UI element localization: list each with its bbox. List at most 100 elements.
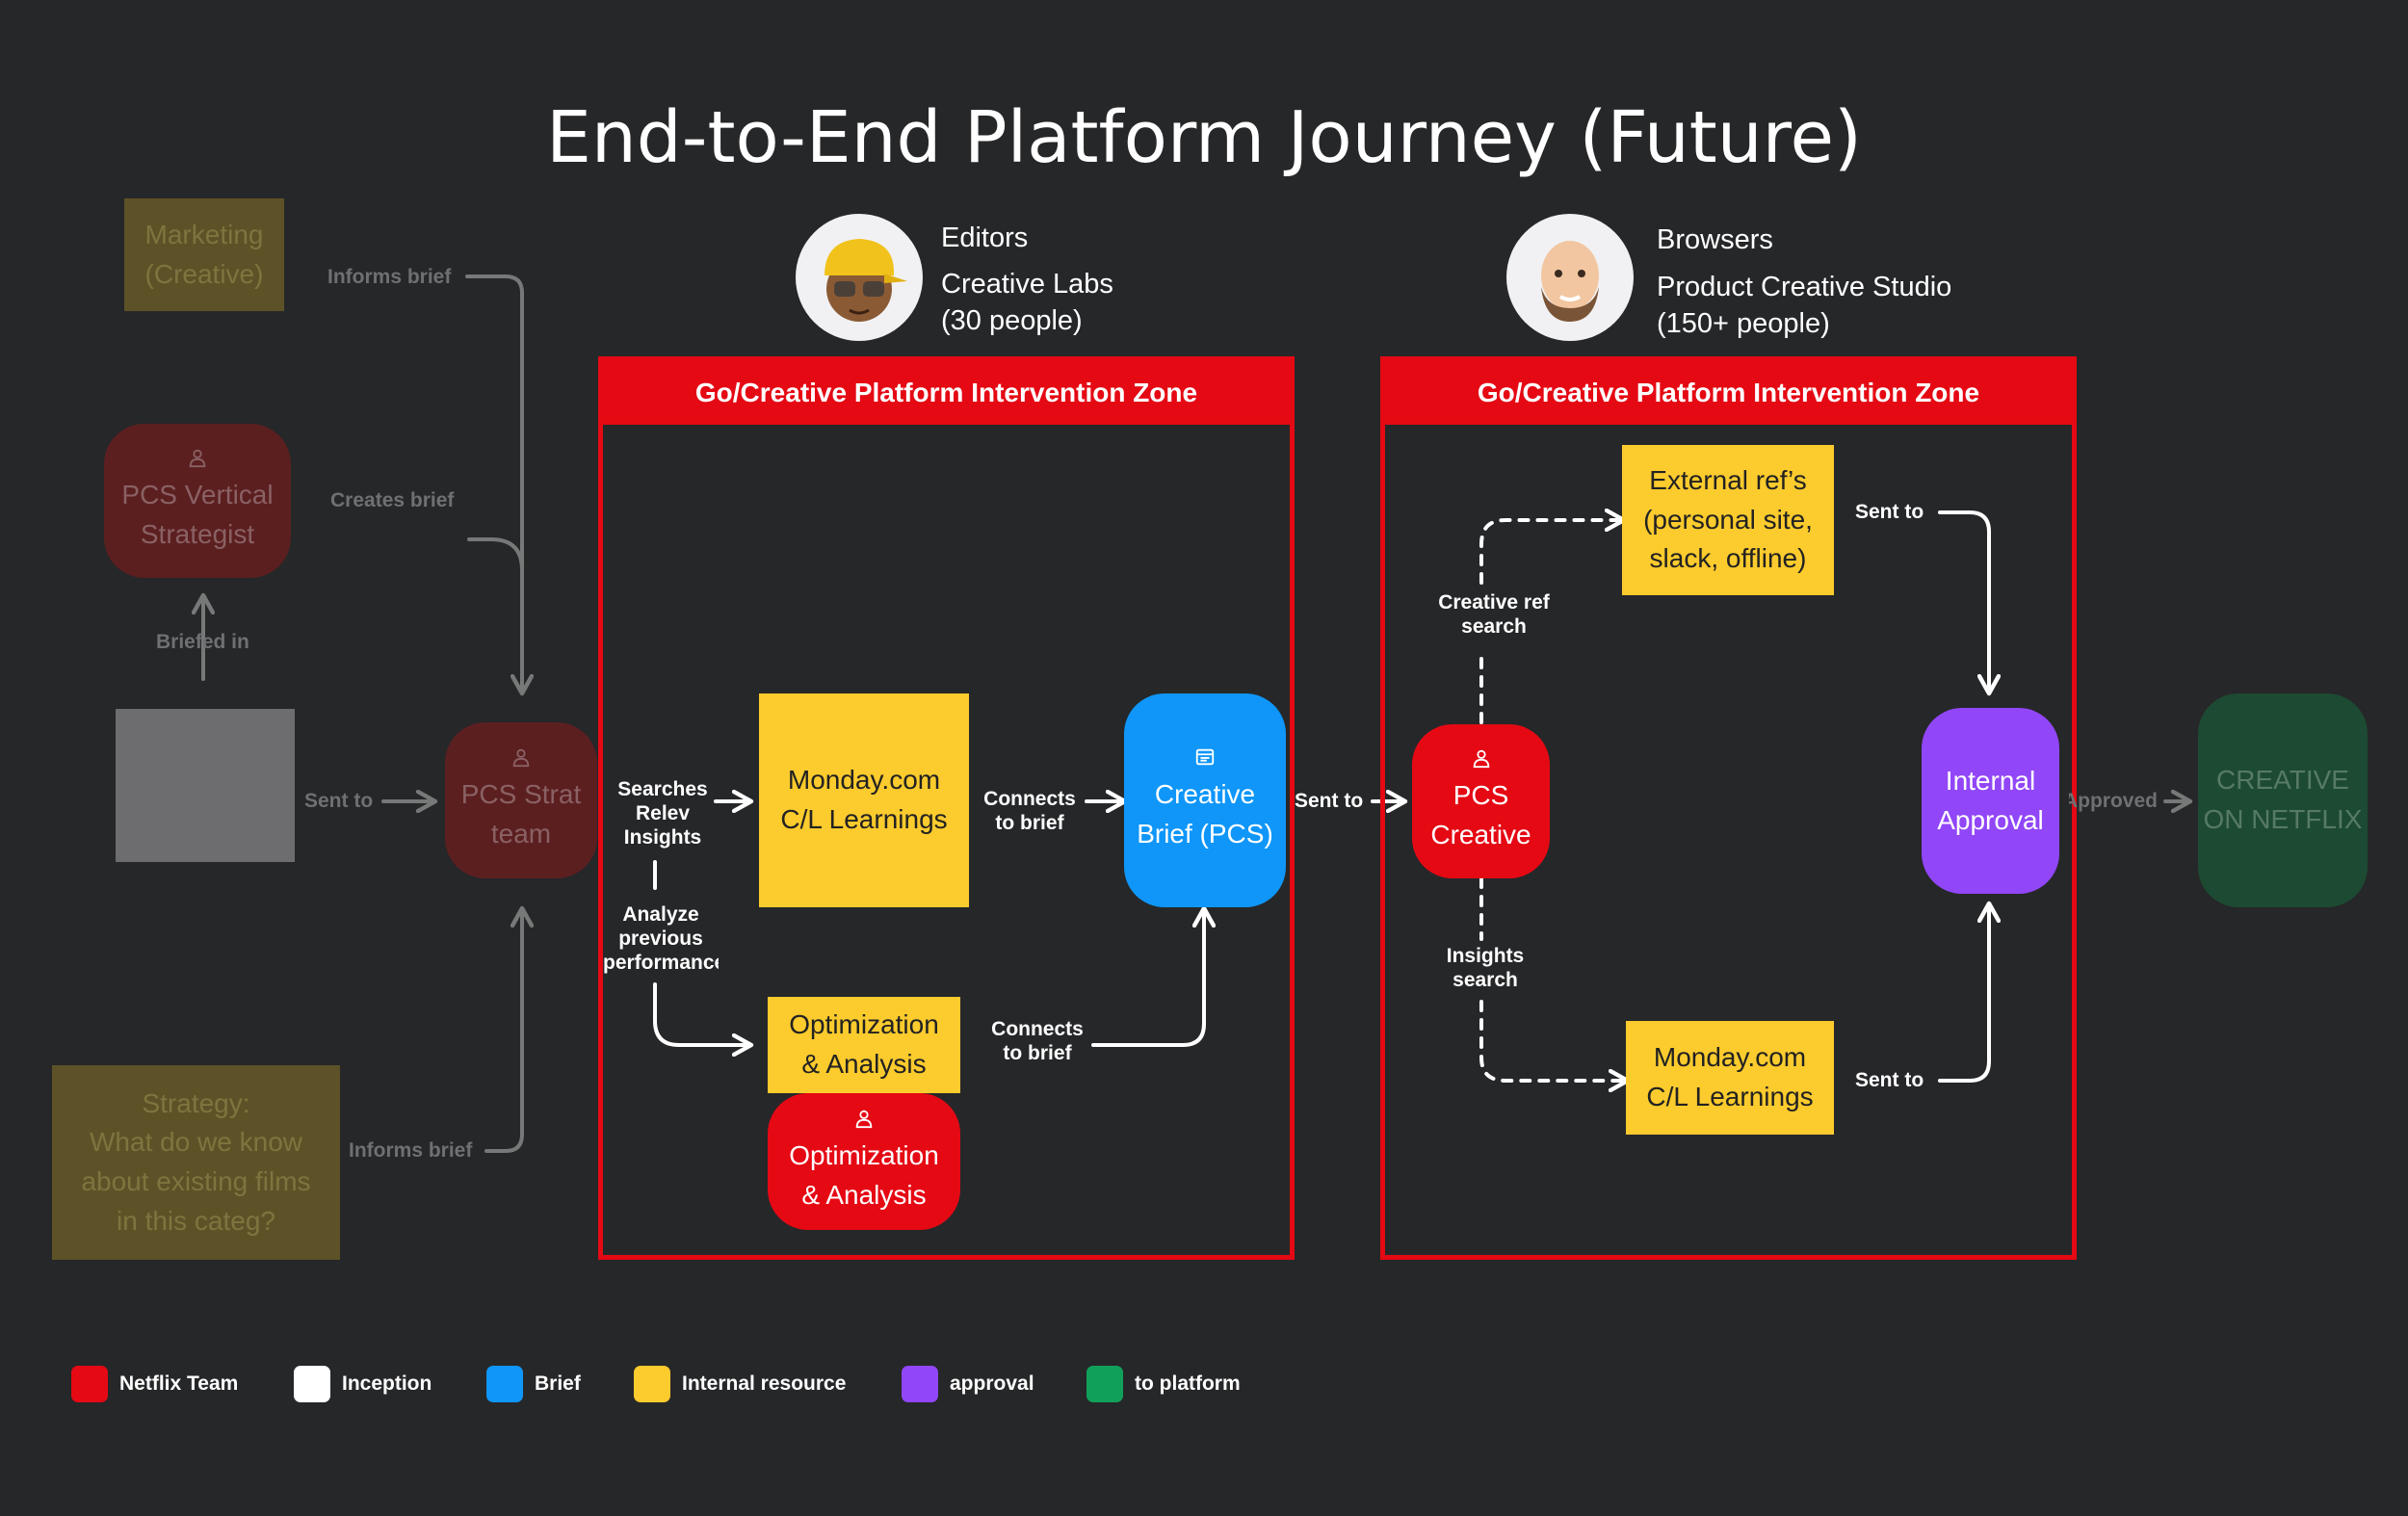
edge-informs-brief-bottom (484, 910, 522, 1153)
label-analyze-line3: performance (603, 951, 719, 974)
label-connects-bottom-line1: Connects (991, 1018, 1084, 1040)
zone-left-header: Go/Creative Platform Intervention Zone (603, 361, 1290, 425)
creative-brief-line1: Creative (1154, 779, 1256, 810)
browsers-avatar (1506, 214, 1634, 341)
document-icon (1195, 749, 1215, 766)
label-sent-to-bottom-right: Sent to (1847, 1069, 1932, 1093)
legend-label: Internal resource (682, 1372, 847, 1395)
label-connects-bottom-line2: to brief (1003, 1041, 1072, 1064)
label-searches-line3: Insights (623, 825, 702, 849)
edge-creates-brief (467, 537, 524, 572)
monday-right-line2: C/L Learnings (1646, 1082, 1814, 1111)
editors-size: (30 people) (941, 305, 1083, 336)
vertical-strategist-node[interactable]: PCS Vertical Strategist (104, 424, 291, 578)
external-refs-line2: (personal site, (1643, 504, 1813, 535)
legend-label: Inception (342, 1372, 432, 1395)
legend-label: to platform (1135, 1372, 1241, 1395)
edge-sent-to-bottom-right (1938, 905, 1989, 1083)
page-title: End-to-End Platform Journey (Future) (546, 96, 1862, 179)
label-connects-bottom: Connects to brief (984, 1018, 1090, 1066)
optimization-team-node[interactable]: Optimization & Analysis (768, 1093, 960, 1230)
editors-avatar (796, 214, 923, 341)
marketing-node[interactable]: Marketing (Creative) (124, 198, 284, 311)
optimization-team-line2: & Analysis (801, 1180, 927, 1210)
marketing-line1: Marketing (144, 219, 264, 249)
strategy-line4: in this categ? (117, 1205, 275, 1236)
person-icon (855, 1111, 873, 1129)
legend-netflix-team: Netflix Team (71, 1366, 238, 1402)
label-searches-line2: Relev (635, 801, 691, 824)
optimization-resource-line1: Optimization (789, 1009, 939, 1040)
label-creates-brief: Creates brief (330, 489, 455, 511)
label-sent-to-top-right: Sent to (1847, 501, 1932, 525)
browsers-team: Product Creative Studio (1657, 272, 1952, 302)
vertical-strategist-line2: Strategist (140, 519, 255, 549)
legend-approval: approval (902, 1366, 1034, 1402)
strat-team-line2: team (490, 819, 552, 849)
edge-analyze (653, 982, 749, 1045)
label-informs-brief-top: Informs brief (327, 266, 452, 288)
label-insights-search-line2: search (1453, 968, 1518, 991)
legend-internal-resource: Internal resource (634, 1366, 846, 1402)
editors-team: Creative Labs (941, 269, 1113, 300)
browsers-size: (150+ people) (1657, 308, 1830, 339)
edge-insights-search-bottom (1479, 1000, 1626, 1081)
label-informs-brief-bottom: Informs brief (349, 1139, 473, 1162)
legend-label: Brief (535, 1372, 581, 1395)
label-insights-search-line1: Insights (1446, 945, 1525, 967)
monday-right-line1: Monday.com (1653, 1042, 1807, 1073)
label-insights-search: Insights search (1427, 945, 1543, 993)
external-refs-line3: slack, offline) (1649, 543, 1807, 574)
legend-swatch (634, 1366, 670, 1402)
monday-right-node[interactable]: Monday.com C/L Learnings (1626, 1021, 1834, 1135)
legend-swatch (486, 1366, 523, 1402)
monday-left-line2: C/L Learnings (780, 804, 948, 834)
creative-brief-node[interactable]: Creative Brief (PCS) (1124, 693, 1286, 907)
vertical-strategist-line1: PCS Vertical (121, 480, 274, 510)
edge-sent-to-top-right (1938, 510, 1989, 692)
strat-team-line1: PCS Strat (460, 779, 582, 810)
intervention-zone-left: Go/Creative Platform Intervention Zone (598, 356, 1295, 1260)
inception-node[interactable] (116, 709, 295, 862)
legend-label: approval (950, 1372, 1034, 1395)
edge-connects-bottom (1091, 910, 1204, 1047)
legend-inception: Inception (294, 1366, 432, 1402)
strat-team-node[interactable]: PCS Strat team (445, 722, 597, 878)
monday-left-node[interactable]: Monday.com C/L Learnings (759, 693, 969, 907)
person-icon (189, 450, 206, 468)
label-approved: Approved (2069, 790, 2158, 812)
legend-swatch (71, 1366, 108, 1402)
label-creative-ref-line2: search (1461, 614, 1527, 638)
pcs-creative-line1: PCS (1453, 780, 1509, 811)
browsers-role: Browsers (1657, 224, 1773, 255)
label-creative-ref-line1: Creative ref (1438, 591, 1550, 614)
label-searches-line1: Searches (617, 778, 708, 800)
label-creative-ref-search: Creative ref search (1430, 591, 1557, 640)
optimization-resource-line2: & Analysis (801, 1049, 927, 1079)
marketing-line2: (Creative) (144, 258, 264, 289)
label-sent-to-left: Sent to (304, 790, 374, 812)
edge-informs-brief-top (465, 274, 522, 692)
creative-on-netflix-line1: CREATIVE (2216, 765, 2349, 796)
label-searches: Searches Relev Insights (607, 778, 719, 849)
creative-on-netflix-node[interactable]: CREATIVE ON NETFLIX (2198, 693, 2368, 907)
external-refs-line1: External ref’s (1649, 465, 1807, 496)
strategy-node[interactable]: Strategy: What do we know about existing… (52, 1065, 340, 1260)
legend-swatch (294, 1366, 330, 1402)
label-analyze: Analyze previous performance (603, 903, 719, 975)
pcs-creative-line2: Creative (1430, 820, 1531, 849)
optimization-team-line1: Optimization (789, 1140, 939, 1171)
optimization-resource-node[interactable]: Optimization & Analysis (768, 997, 960, 1093)
person-icon (512, 749, 530, 768)
label-sent-to-mid: Sent to (1295, 790, 1364, 812)
internal-approval-node[interactable]: Internal Approval (1922, 708, 2059, 894)
strategy-line1: Strategy: (142, 1087, 250, 1118)
person-icon (1473, 750, 1489, 769)
external-refs-node[interactable]: External ref’s (personal site, slack, of… (1622, 445, 1834, 595)
editor-memoji-icon (824, 239, 907, 322)
pcs-creative-node[interactable]: PCS Creative (1412, 724, 1550, 878)
strategy-line3: about existing films (81, 1166, 311, 1196)
legend-to-platform: to platform (1086, 1366, 1241, 1402)
label-briefed-in: Briefed in (156, 631, 249, 653)
